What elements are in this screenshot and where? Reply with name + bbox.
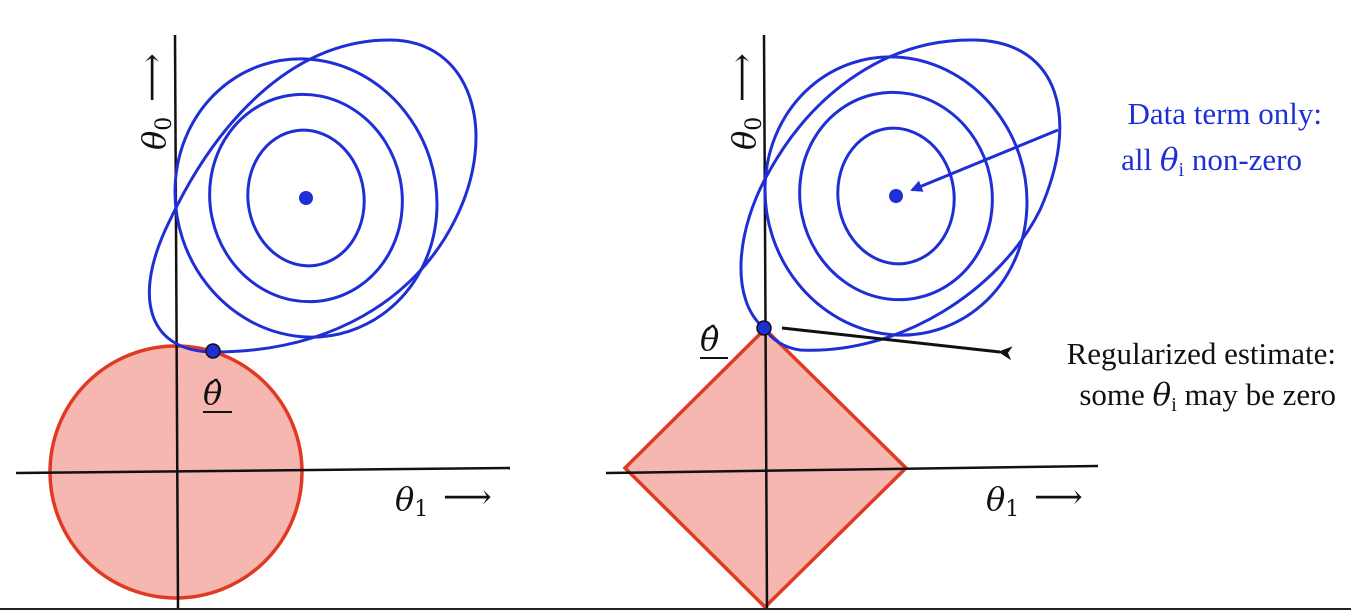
loss-contours — [739, 38, 1062, 352]
left-panel: θ̂ θ1 ⟶ θ0 ⟶ — [15, 34, 511, 609]
contour-ring-outer — [147, 38, 478, 354]
regularized-estimate-arrow — [781, 326, 1013, 361]
theta1-arrow: ⟶ — [443, 479, 492, 516]
theta0-axis-label: θ0 ⟶ — [134, 53, 177, 150]
svg-text:θ1: θ1 — [986, 480, 1019, 522]
theta1-axis-label: θ1 ⟶ — [395, 479, 492, 522]
loss-contours — [147, 38, 478, 354]
estimate-point — [205, 343, 221, 359]
theta0-symbol: θ — [725, 131, 763, 150]
theta0-axis — [173, 34, 180, 609]
regularized-line1: Regularized estimate: — [1067, 336, 1336, 371]
svg-text:θ0: θ0 — [725, 117, 767, 150]
theta1-symbol: θ — [395, 480, 414, 518]
data-term-annotation: Data term only: all θi non-zero — [1121, 96, 1322, 181]
contour-ring-2 — [798, 90, 994, 302]
theta1-axis-label: θ1 ⟶ — [986, 479, 1083, 522]
svg-text:θ0: θ0 — [135, 117, 177, 150]
contour-ring-1 — [836, 126, 956, 266]
theta1-axis — [15, 466, 511, 475]
svg-text:θ1: θ1 — [395, 480, 428, 522]
regularized-line2: some θi may be zero — [1079, 377, 1336, 416]
estimate-label: θ̂ — [203, 374, 222, 412]
contour-ring-2 — [208, 92, 404, 304]
theta1-arrow: ⟶ — [1034, 479, 1083, 516]
theta0-axis-label: θ0 ⟶ — [724, 53, 767, 150]
contour-ring-outer — [739, 38, 1062, 352]
theta1-subscript: 1 — [414, 497, 428, 522]
theta1-subscript: 1 — [1005, 497, 1019, 522]
theta0-arrow: ⟶ — [134, 53, 171, 102]
theta0-subscript: 0 — [742, 117, 767, 131]
estimate-point — [756, 320, 772, 336]
contour-ring-3 — [173, 57, 439, 339]
data-term-line1: Data term only: — [1127, 96, 1322, 131]
right-panel: θ̂ θ1 ⟶ θ0 ⟶ Data term only: all θi non-… — [605, 34, 1336, 610]
unregularized-optimum-dot — [299, 191, 313, 205]
theta1-axis — [605, 464, 1099, 475]
contour-ring-1 — [246, 128, 366, 268]
estimate-label: θ̂ — [700, 320, 719, 358]
data-term-arrow — [910, 128, 1059, 192]
theta0-subscript: 0 — [152, 117, 177, 131]
regularized-annotation: Regularized estimate: some θi may be zer… — [1067, 336, 1336, 416]
theta0-symbol: θ — [135, 131, 173, 150]
data-term-line2: all θi non-zero — [1121, 142, 1302, 181]
unregularized-optimum-dot — [889, 189, 903, 203]
theta1-symbol: θ — [986, 480, 1005, 518]
theta0-arrow: ⟶ — [724, 53, 761, 102]
contour-ring-3 — [763, 55, 1029, 337]
